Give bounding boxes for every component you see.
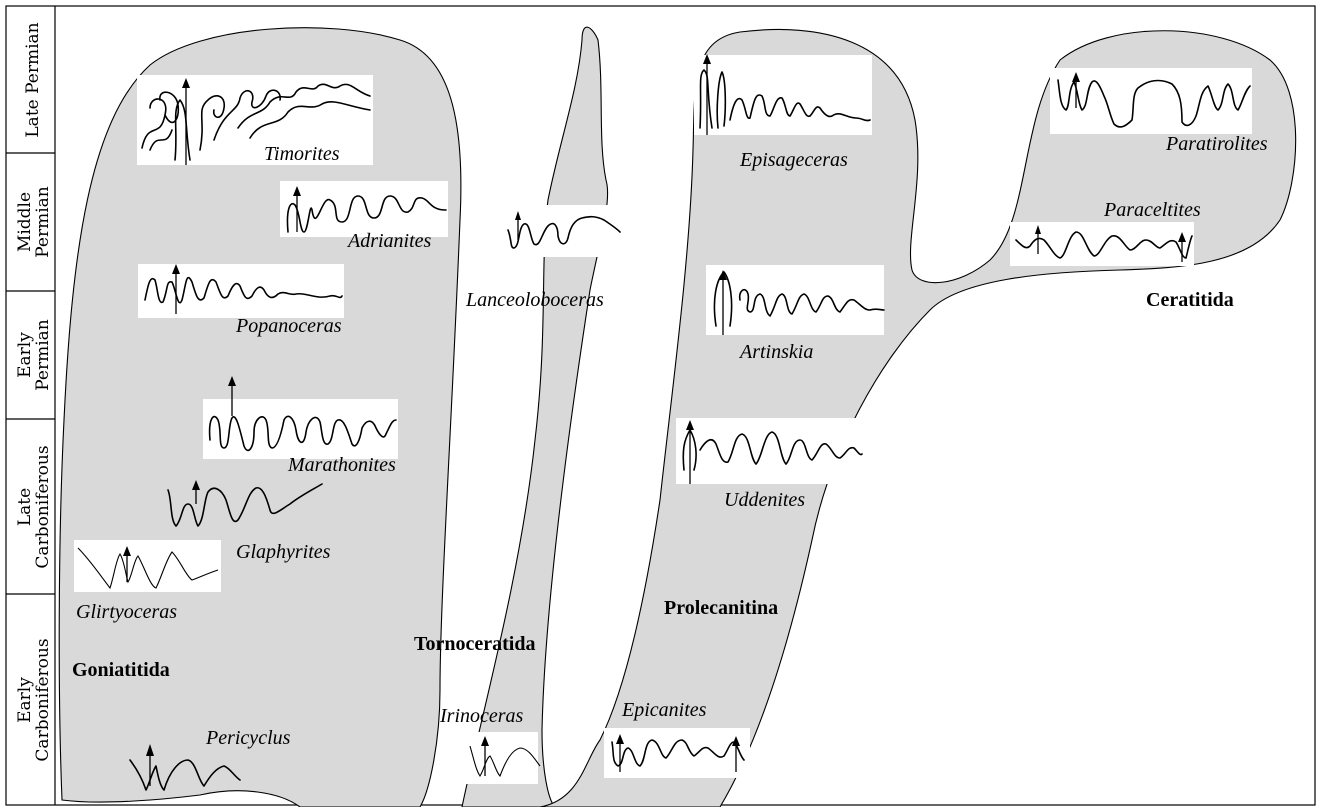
genus-label-adrianites: Adrianites [346,230,432,252]
genus-label-paraceltites: Paraceltites [1103,199,1201,221]
episageceras-suture [694,54,872,135]
period-middle-permian-line2: Permian [33,186,53,258]
period-early-carboniferous-line1: Early [15,677,35,723]
lanceoloboceras-suture [500,205,622,257]
genus-label-glirtyoceras: Glirtyoceras [76,601,177,623]
genus-label-lanceoloboceras: Lanceoloboceras [465,289,604,311]
popanoceras-suture [138,264,344,318]
tornoceratida-clade-shape [462,27,608,807]
glirtyoceras-suture [74,540,221,592]
genus-label-paratirolites: Paratirolites [1165,133,1268,155]
irinoceras-suture [466,732,540,784]
genus-label-popanoceras: Popanoceras [235,315,342,337]
order-label-prolecanitina: Prolecanitina [664,597,778,619]
period-early-permian-line2: Permian [33,319,53,391]
order-label-tornoceratida: Tornoceratida [414,633,535,655]
adrianites-suture [280,181,448,237]
genus-label-artinskia: Artinskia [738,341,813,363]
uddenites-suture [676,418,864,484]
genus-label-irinoceras: Irinoceras [439,705,524,727]
order-label-ceratitida: Ceratitida [1146,289,1234,311]
epicanites-suture [604,728,750,778]
genus-label-epicanites: Epicanites [621,699,707,721]
paratirolites-suture [1050,68,1252,134]
artinskia-suture [706,265,884,335]
genus-label-uddenites: Uddenites [724,489,805,511]
genus-label-pericyclus: Pericyclus [205,727,291,749]
period-middle-permian-line1: Middle [15,192,35,252]
period-late-carboniferous-line1: Late [15,488,35,526]
period-early-permian-line1: Early [15,332,35,378]
order-label-goniatitida: Goniatitida [72,659,170,681]
period-early-carboniferous-line2: Carboniferous [33,638,53,761]
genus-label-marathonites: Marathonites [287,454,396,476]
period-late-permian: Late Permian [23,22,43,137]
genus-label-timorites: Timorites [264,143,340,165]
genus-label-glaphyrites: Glaphyrites [236,541,331,563]
paraceltites-suture [1010,222,1194,266]
genus-label-episageceras: Episageceras [739,149,848,171]
time-scale: Late Permian Middle Permian Early Permia… [6,6,55,805]
period-late-carboniferous-line2: Carboniferous [33,445,53,568]
